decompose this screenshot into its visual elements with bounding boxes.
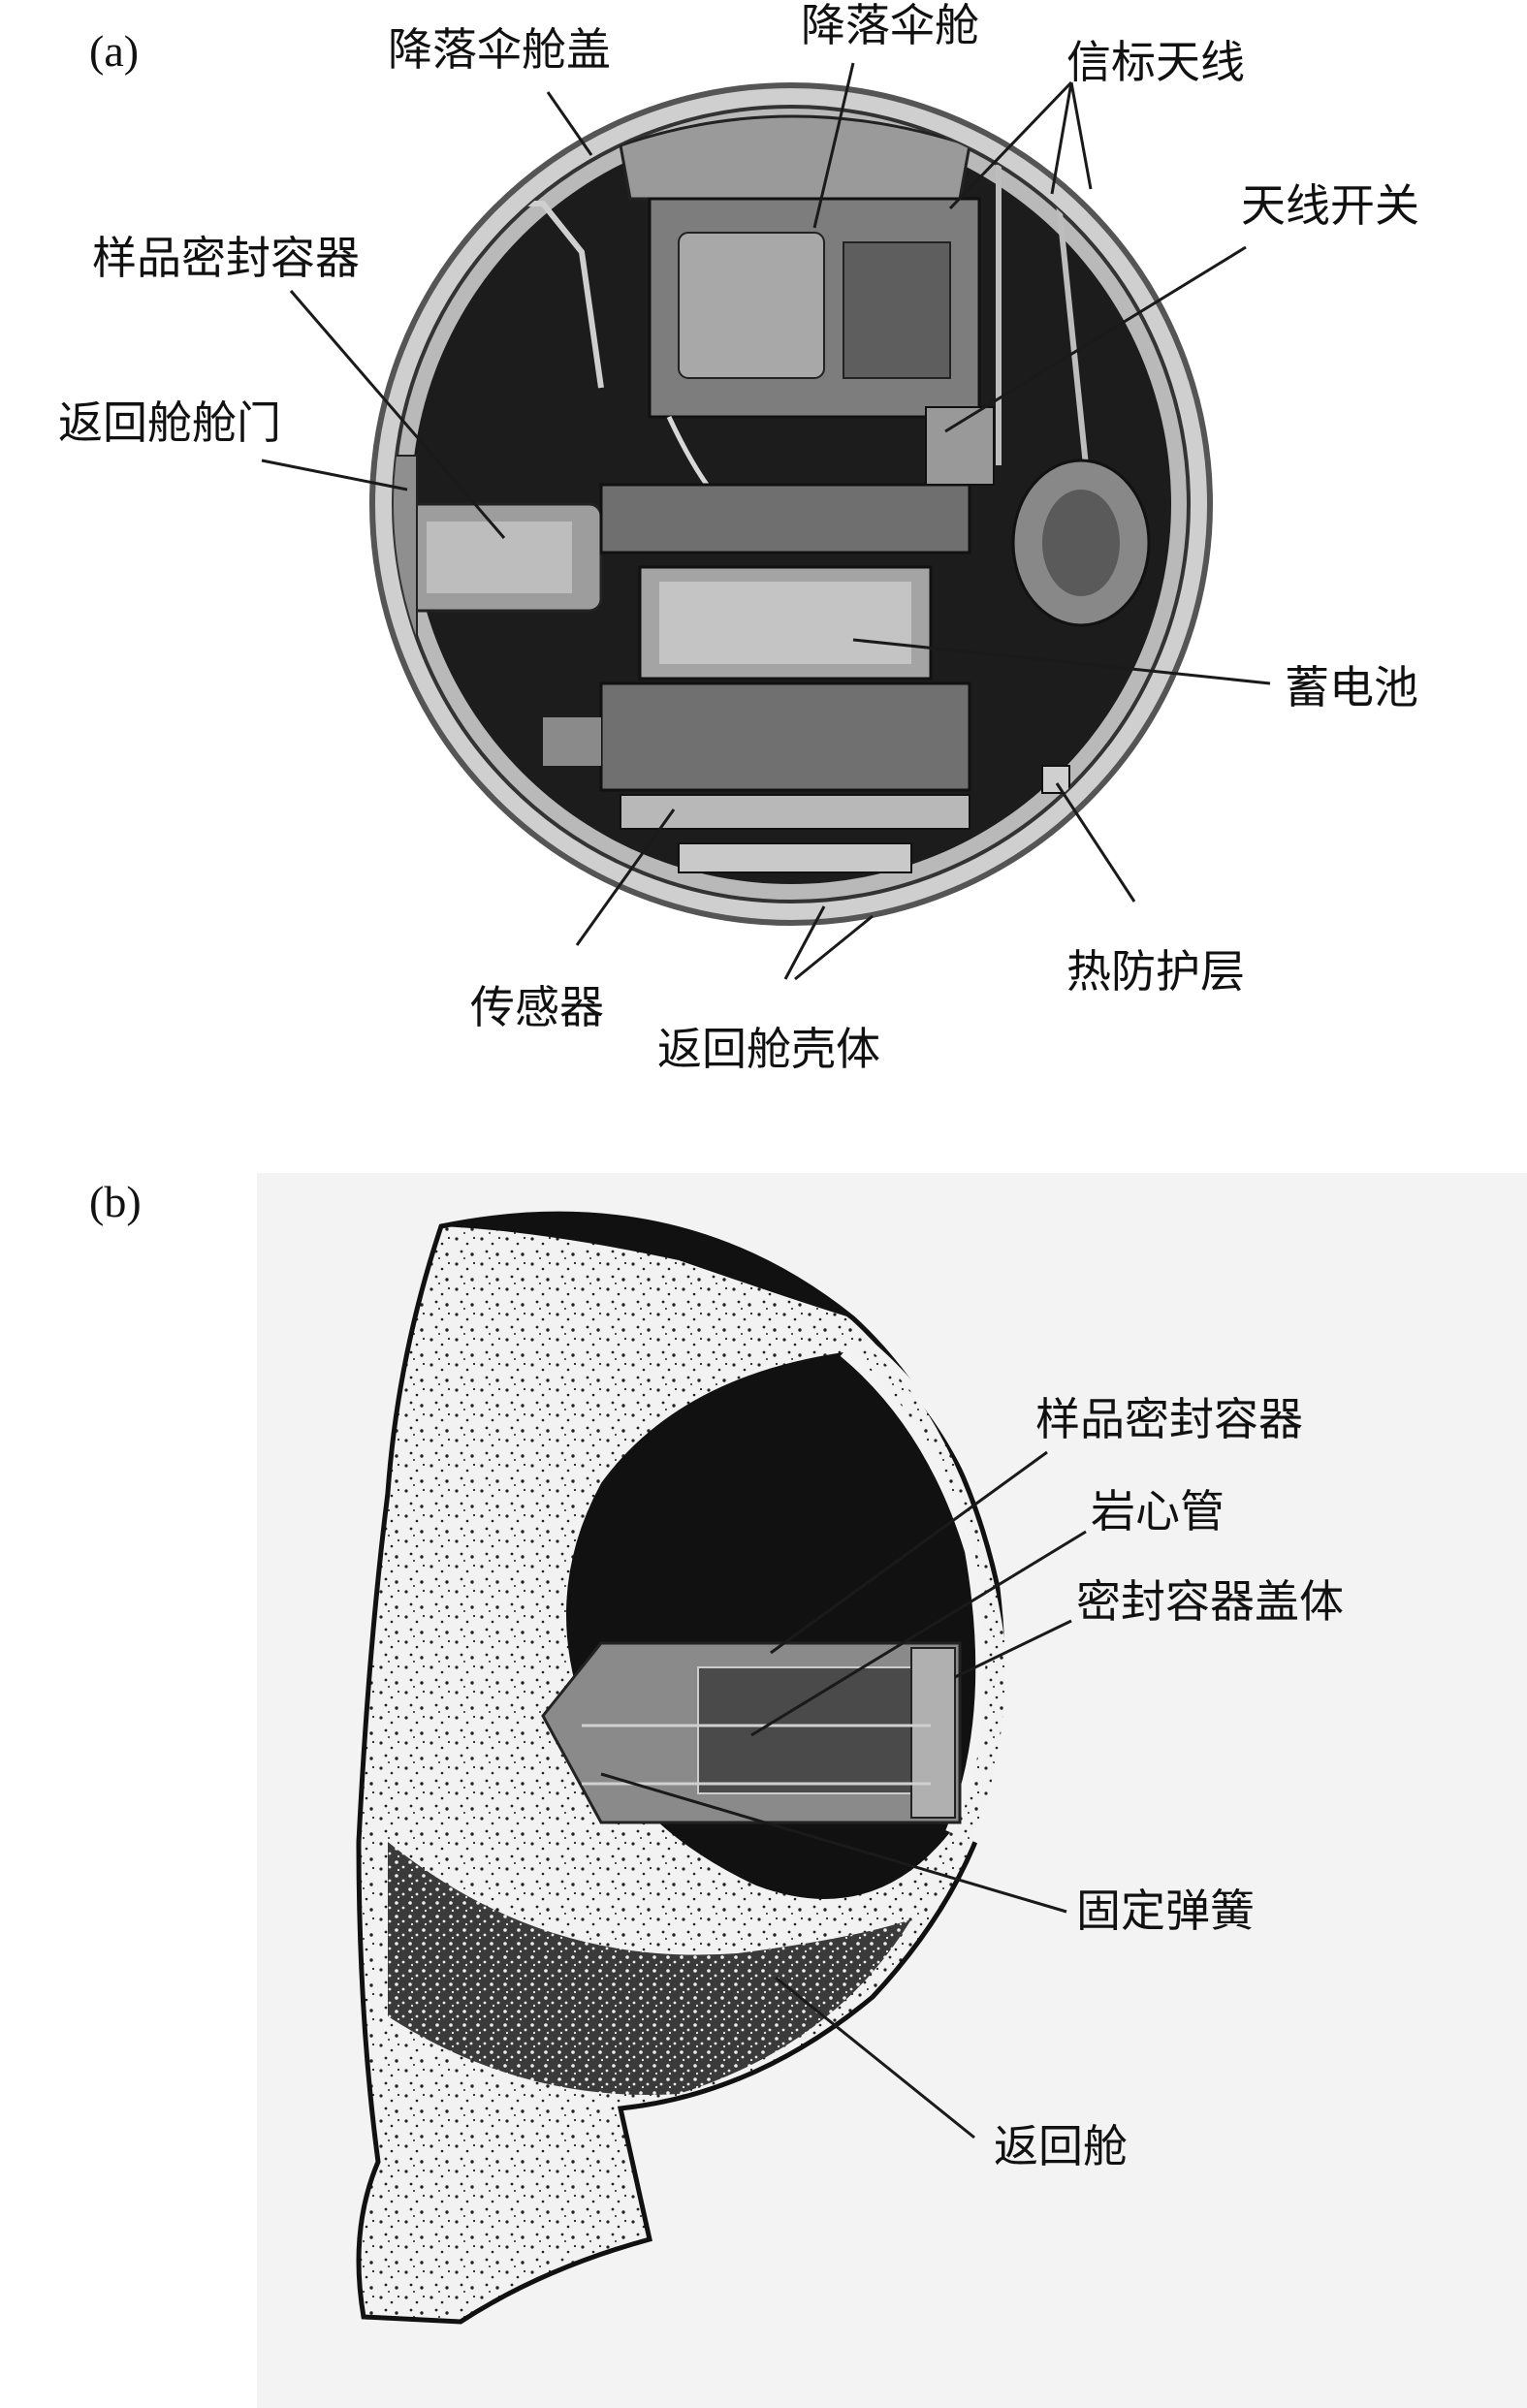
capsule-top-shadow [441, 1214, 853, 1318]
shell-layer-arc [890, 1333, 1036, 1852]
leader-b-return-capsule [775, 1976, 975, 2139]
panel-b-leader-lines [600, 1450, 1087, 2139]
leader-beacon-antenna-3 [1069, 81, 1093, 190]
leader-sample-container [289, 290, 506, 539]
panel-a-tag: (a) [89, 26, 139, 76]
shell-layer-arc [865, 1339, 1013, 1844]
label-parachute-hatch: 降落伞舱盖 [388, 23, 611, 76]
label-sensor: 传感器 [470, 981, 604, 1033]
label-sample-container: 样品密封容器 [92, 232, 360, 284]
beacon-antenna-rod [1054, 183, 1089, 466]
label-parachute-compartment: 降落伞舱 [801, 0, 979, 51]
leader-b-core-tube [750, 1530, 1087, 1737]
label-antenna-switch: 天线开关 [1241, 179, 1419, 232]
return-capsule-illustration [356, 1211, 1036, 2325]
panel-a-leader-lines [261, 62, 1271, 981]
antenna-switch-shape [925, 406, 995, 486]
leader-b-fixing-spring [600, 1772, 1067, 1914]
leader-beacon-antenna-1 [948, 80, 1073, 210]
capsule-lower-shading [388, 1842, 911, 2095]
panel-b: (b) [89, 1173, 1527, 2408]
label-battery: 蓄电池 [1285, 661, 1418, 713]
label-capsule-hatch: 返回舱舱门 [58, 396, 281, 449]
label-heat-shield: 热防护层 [1066, 945, 1245, 998]
leader-sensor [575, 808, 676, 946]
label-b-sample-container: 样品密封容器 [1035, 1393, 1303, 1445]
label-b-fixing-spring: 固定弹簧 [1076, 1885, 1255, 1937]
lower-platform-shape [599, 681, 971, 792]
label-b-core-tube: 岩心管 [1091, 1485, 1225, 1537]
label-capsule-shell: 返回舱壳体 [657, 1023, 880, 1075]
panel-a: (a) [58, 0, 1419, 1075]
parachute-canister-shape [678, 232, 825, 379]
leader-b-container-lid [954, 1619, 1072, 1679]
leader-parachute-compartment [812, 62, 855, 229]
leader-capsule-shell-2 [794, 914, 874, 981]
panel-b-labels: 样品密封容器 岩心管 密封容器盖体 固定弹簧 返回舱 [994, 1393, 1344, 2172]
battery-face [659, 582, 911, 664]
label-b-container-lid: 密封容器盖体 [1076, 1575, 1344, 1628]
leader-b-sample-container [770, 1450, 1048, 1655]
sensor-plate-shape [620, 794, 970, 830]
label-beacon-antenna: 信标天线 [1066, 36, 1245, 88]
leader-capsule-hatch [261, 459, 408, 491]
label-b-return-capsule: 返回舱 [994, 2120, 1128, 2172]
bottom-hatch-shape [678, 842, 912, 873]
leader-heat-shield [1055, 782, 1136, 903]
capsule-cutaway-illustration [369, 82, 1213, 926]
core-tube-shape [697, 1666, 922, 1794]
leader-capsule-shell-1 [783, 905, 826, 980]
panel-a-labels: 降落伞舱盖 降落伞舱 信标天线 天线开关 样品密封容器 返回舱舱门 蓄电池 传感… [58, 0, 1419, 1075]
panel-b-tag: (b) [89, 1177, 142, 1226]
leader-parachute-hatch [546, 91, 593, 156]
lower-bracket-shape [543, 717, 601, 766]
leader-battery [852, 638, 1271, 685]
heat-shield-bolt [1041, 765, 1070, 794]
container-lid-shape [910, 1647, 956, 1819]
parachute-gear-shape [843, 241, 951, 379]
leader-antenna-switch [944, 245, 1247, 433]
shell-layer-arc [840, 1348, 986, 1834]
leader-beacon-antenna-2 [1050, 81, 1073, 195]
right-drum-core [1042, 490, 1120, 596]
central-frame-shape [599, 483, 971, 554]
